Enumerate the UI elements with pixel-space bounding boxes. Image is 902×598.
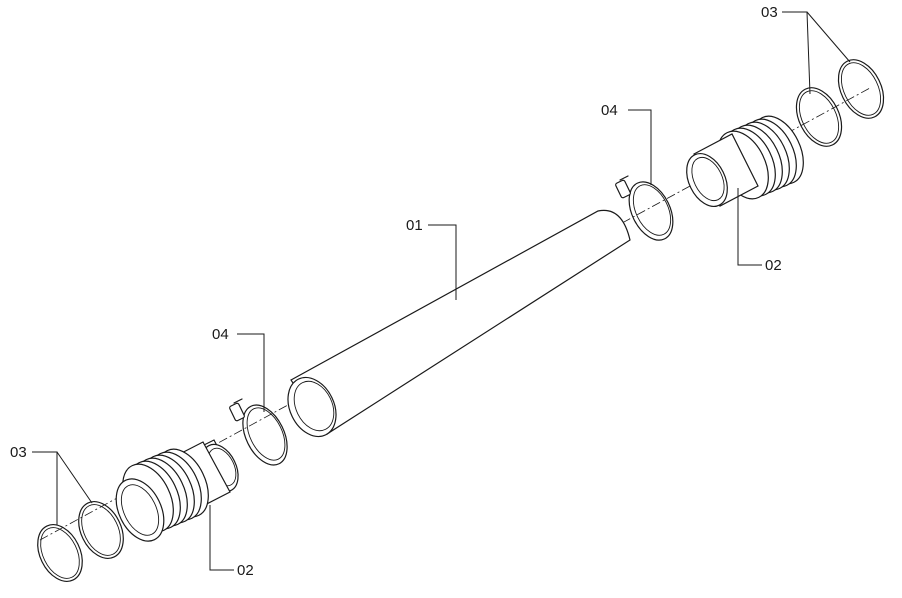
leader-tube (428, 224, 457, 300)
hose-clamp-left (229, 398, 288, 466)
leader-adapter-right (737, 188, 762, 266)
leader-seal-left-a (32, 451, 58, 525)
o-ring-left-inner (78, 501, 124, 559)
leader-seal-right-a (782, 11, 811, 95)
tube (287, 209, 631, 438)
callout-seals-left: 03 (10, 444, 27, 461)
adapter-left (115, 439, 239, 542)
hose-clamp-right (615, 175, 674, 241)
callout-adapter-right: 02 (765, 257, 782, 274)
o-ring-left-outer (37, 524, 83, 582)
o-ring-right-outer (837, 59, 885, 119)
callout-tube: 01 (406, 217, 423, 234)
leader-clamp-left (237, 333, 265, 412)
callout-seals-right: 03 (761, 4, 778, 21)
callout-clamp-left: 04 (212, 326, 229, 343)
leader-adapter-left (209, 505, 234, 571)
adapter-right (686, 115, 804, 207)
leader-clamp-right (628, 109, 652, 185)
leader-seal-left-b (56, 451, 93, 504)
leader-seal-right-b (806, 11, 851, 63)
callout-adapter-left: 02 (237, 562, 254, 579)
o-ring-right-inner (795, 87, 843, 147)
callout-clamp-right: 04 (601, 102, 618, 119)
